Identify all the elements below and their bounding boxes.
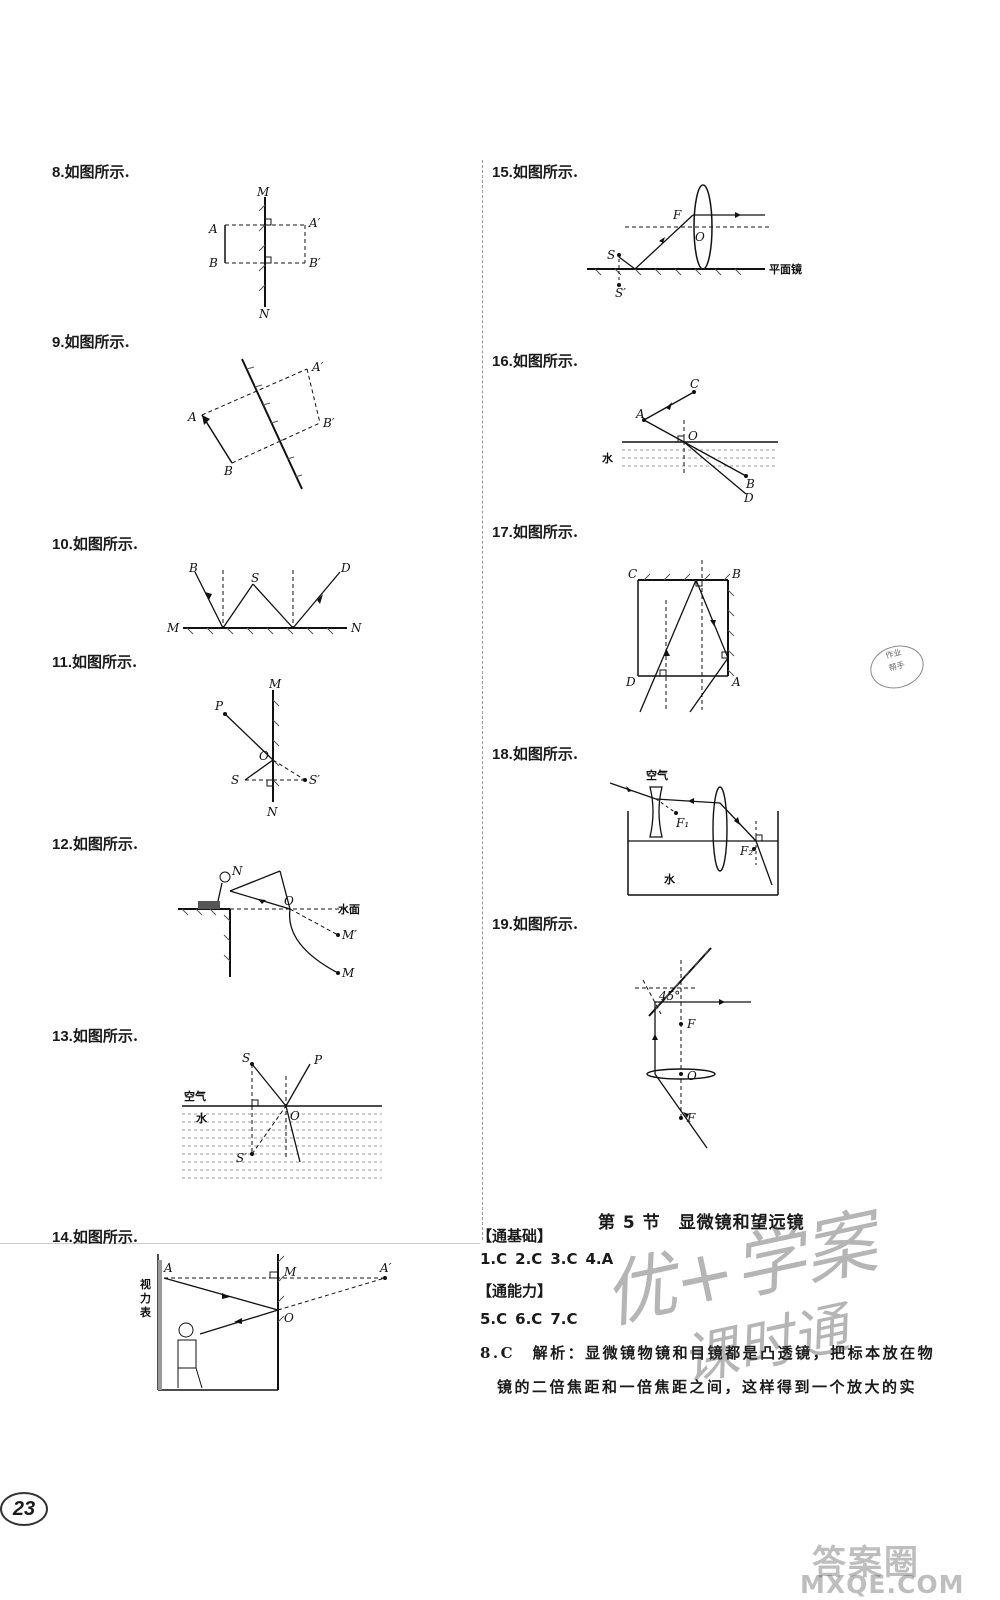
figure-12-water-surface: N O 水面 M′ M xyxy=(178,864,360,980)
svg-text:表: 表 xyxy=(139,1305,152,1319)
svg-text:S′: S′ xyxy=(236,1151,247,1165)
svg-text:O: O xyxy=(259,749,269,763)
question-8-caption: 8.如图所示. xyxy=(52,163,130,181)
question-9-caption: 9.如图所示. xyxy=(52,333,130,351)
figure-15-lens-mirror: F O S S′ 平面镜 xyxy=(587,184,802,300)
svg-text:A′: A′ xyxy=(308,216,321,230)
figure-18-lenses-in-water: 空气 F₁ F₂ 水 xyxy=(609,768,779,896)
svg-text:水: 水 xyxy=(602,451,614,465)
svg-text:O: O xyxy=(695,230,705,244)
svg-text:C: C xyxy=(690,377,699,391)
svg-text:45°: 45° xyxy=(658,989,680,1003)
svg-text:F: F xyxy=(672,208,682,222)
svg-text:M: M xyxy=(256,185,270,199)
svg-text:S: S xyxy=(251,571,259,585)
svg-text:O: O xyxy=(688,429,698,443)
svg-text:水面: 水面 xyxy=(338,902,360,916)
svg-text:B: B xyxy=(745,477,755,491)
svg-text:A: A xyxy=(635,407,645,421)
column-divider xyxy=(482,160,483,1240)
figure-8-plane-mirror: M A A′ B B′ N xyxy=(208,185,321,320)
svg-text:O: O xyxy=(687,1069,697,1083)
question-15-caption: 15.如图所示. xyxy=(492,163,579,181)
svg-text:M: M xyxy=(341,966,355,980)
svg-text:水: 水 xyxy=(664,872,676,886)
svg-text:A: A xyxy=(731,675,741,689)
site-watermark: 答案圈 xyxy=(812,1543,920,1583)
site-watermark-url: MXQE.COM xyxy=(800,1570,965,1599)
svg-text:F₁: F₁ xyxy=(675,816,689,830)
svg-text:A: A xyxy=(208,222,218,236)
svg-text:N: N xyxy=(231,864,243,878)
svg-text:A′: A′ xyxy=(311,360,324,374)
figure-13-refraction: S P 空气 水 O S′ xyxy=(182,1051,382,1179)
svg-text:B: B xyxy=(188,561,198,575)
question-16-caption: 16.如图所示. xyxy=(492,352,579,370)
svg-text:力: 力 xyxy=(140,1291,151,1305)
figure-11-mirror-image: M P O S S′ N xyxy=(214,677,320,819)
svg-text:视: 视 xyxy=(140,1277,151,1291)
question-11-caption: 11.如图所示. xyxy=(52,653,138,671)
question-18-caption: 18.如图所示. xyxy=(492,745,579,763)
question-12-caption: 12.如图所示. xyxy=(52,835,139,853)
question-17-caption: 17.如图所示. xyxy=(492,523,579,541)
svg-text:N: N xyxy=(258,307,270,320)
figure-19-mirror-lens-system: 45° F O F xyxy=(635,947,751,1149)
ability-heading: 【通能力】 xyxy=(477,1282,553,1300)
question-14-caption: 14.如图所示. xyxy=(52,1228,139,1246)
homework-stamp: 作业帮手 xyxy=(865,639,929,695)
question-19-caption: 19.如图所示. xyxy=(492,915,579,933)
svg-text:O: O xyxy=(290,1109,300,1123)
svg-text:D: D xyxy=(743,491,754,505)
figure-17-corner-mirrors: C B D A xyxy=(625,560,741,713)
svg-text:D: D xyxy=(340,561,351,575)
svg-text:空气: 空气 xyxy=(184,1089,206,1103)
svg-text:S′: S′ xyxy=(309,773,320,787)
section-title: 第 5 节 显微镜和望远镜 xyxy=(598,1213,805,1233)
svg-text:M: M xyxy=(166,621,180,635)
svg-text:M′: M′ xyxy=(341,928,357,942)
svg-text:F: F xyxy=(686,1017,696,1031)
svg-text:水: 水 xyxy=(196,1111,208,1125)
left-column-separator xyxy=(0,1243,480,1244)
svg-text:A: A xyxy=(187,410,197,424)
svg-text:O: O xyxy=(284,894,294,908)
figure-10-two-reflections: B S D M N xyxy=(166,561,362,635)
svg-text:B′: B′ xyxy=(308,256,321,270)
answer-8-explanation-line1: 8.C 解析：显微镜物镜和目镜都是凸透镜，把标本放在物 xyxy=(480,1344,936,1362)
figure-16-water-refraction: C A O 水 B D xyxy=(602,377,778,505)
question-13-caption: 13.如图所示. xyxy=(52,1027,139,1045)
svg-text:S: S xyxy=(242,1051,250,1065)
svg-text:M: M xyxy=(268,677,282,691)
svg-text:P: P xyxy=(313,1053,323,1067)
svg-text:C: C xyxy=(628,567,637,581)
svg-text:M: M xyxy=(283,1265,297,1279)
svg-text:F₂: F₂ xyxy=(739,844,753,858)
svg-text:S′: S′ xyxy=(615,286,626,300)
svg-text:S: S xyxy=(231,773,239,787)
svg-text:D: D xyxy=(625,675,636,689)
figure-9-tilted-mirror: A′ A B′ B xyxy=(187,358,335,490)
svg-text:F: F xyxy=(686,1111,696,1125)
page-number: 23 xyxy=(0,1492,48,1526)
svg-text:B: B xyxy=(223,464,233,478)
svg-text:B: B xyxy=(208,256,218,270)
svg-text:P: P xyxy=(214,699,224,713)
svg-text:N: N xyxy=(266,805,278,819)
figure-14-eye-chart: 视 力 表 A M A′ O xyxy=(139,1254,392,1391)
svg-text:A: A xyxy=(163,1261,173,1275)
svg-text:O: O xyxy=(284,1311,294,1325)
svg-text:S: S xyxy=(607,248,615,262)
svg-text:平面镜: 平面镜 xyxy=(769,262,802,276)
svg-text:空气: 空气 xyxy=(646,768,668,782)
answer-8-explanation-line2: 镜的二倍焦距和一倍焦距之间，这样得到一个放大的实 xyxy=(497,1378,918,1396)
svg-text:A′: A′ xyxy=(379,1261,392,1275)
svg-text:N: N xyxy=(350,621,362,635)
svg-text:B′: B′ xyxy=(322,416,335,430)
basic-heading: 【通基础】 xyxy=(477,1227,553,1245)
svg-text:B: B xyxy=(731,567,741,581)
question-10-caption: 10.如图所示. xyxy=(52,535,139,553)
